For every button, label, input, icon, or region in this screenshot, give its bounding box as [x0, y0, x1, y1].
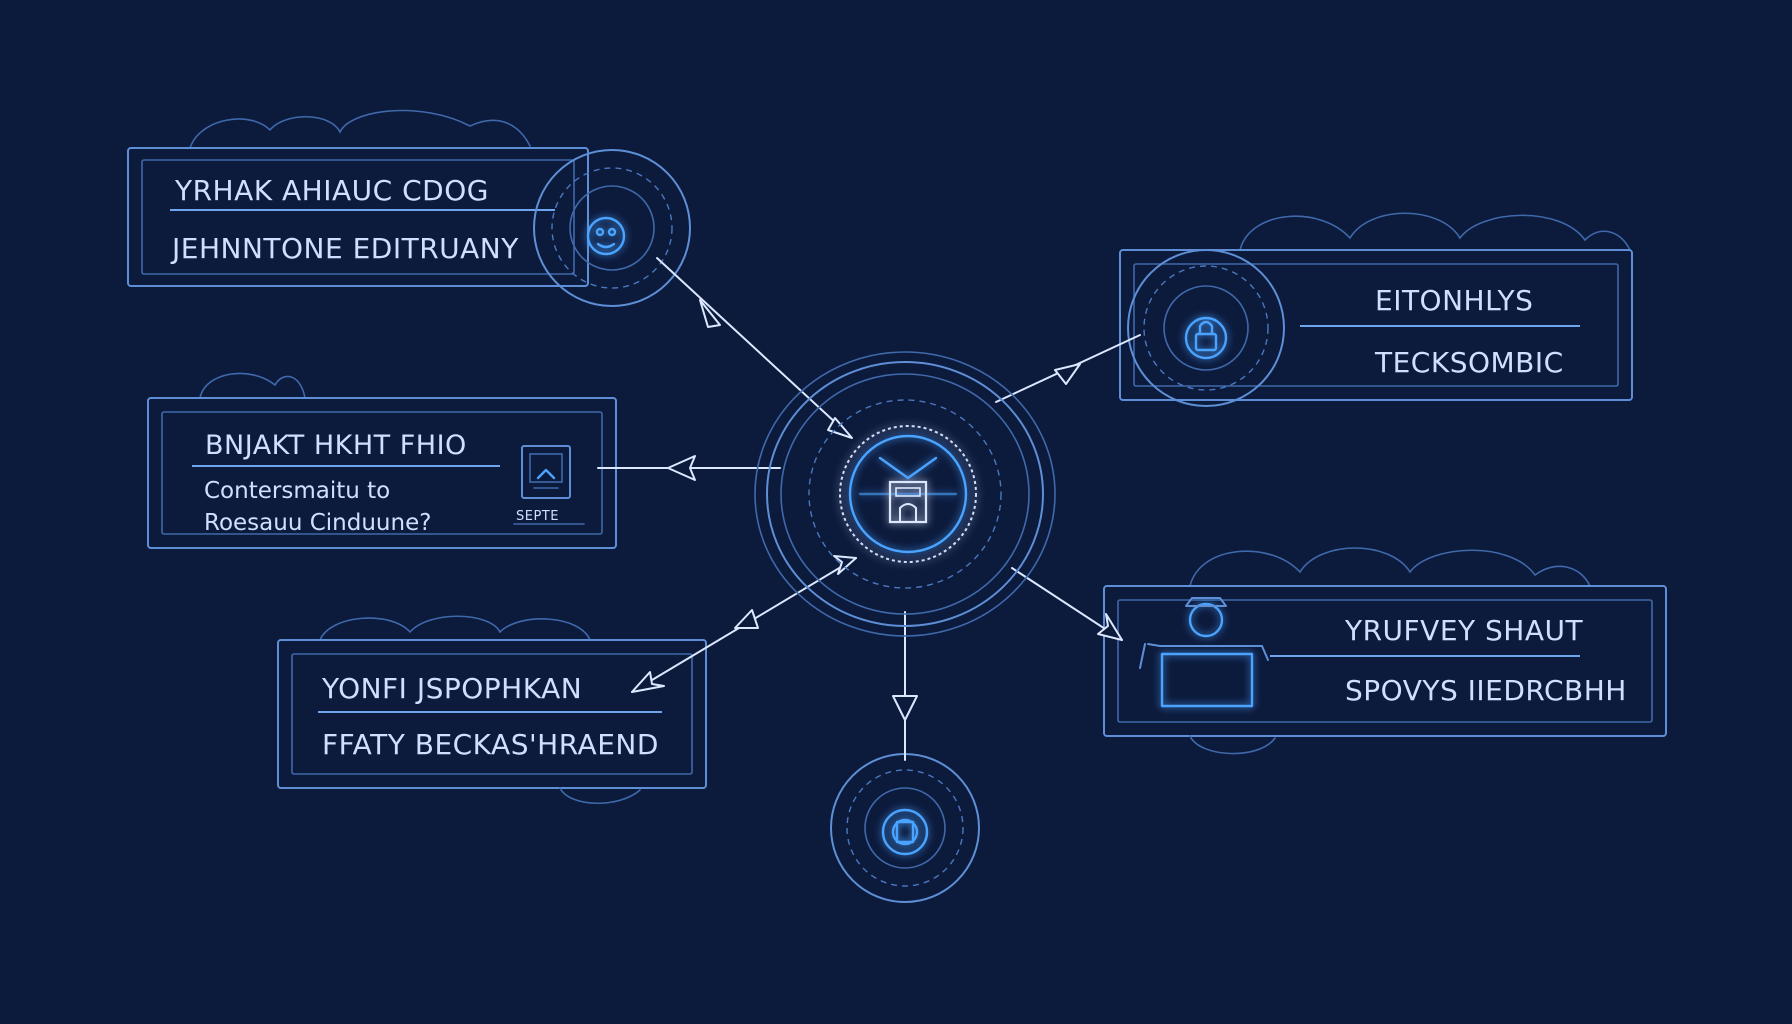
cloud-decoration [1189, 547, 1591, 587]
arrow-head [827, 417, 853, 439]
node-mid-left[interactable]: BNJAKT HKHT FHIO Contersmaitu to Roesauu… [147, 372, 617, 549]
arrow-head [699, 299, 721, 328]
node-title: YONFI JSPOPHKAN [321, 672, 582, 705]
card-frame [127, 147, 589, 287]
card-frame [1103, 585, 1667, 737]
node-title: YRUFVEY SHAUT [1344, 614, 1583, 647]
arrow-head [892, 695, 918, 721]
card-inner-frame [141, 159, 575, 275]
icon-ring-dashed [1143, 265, 1269, 391]
gear-face-icon [586, 216, 626, 256]
icon-ring-inner [1163, 285, 1249, 371]
node-text-line: Roesauu Cinduune? [204, 510, 431, 536]
hub-ring [766, 361, 1044, 627]
cloud-decoration [559, 787, 641, 805]
node-top-right[interactable]: EITONHLYS TECKSOMBIC [1119, 212, 1633, 407]
cloud-decoration [199, 372, 306, 399]
card-frame [1119, 249, 1633, 401]
icon-ring-outer [1127, 249, 1285, 407]
card-inner-frame [1117, 599, 1653, 723]
cloud-decoration [1239, 212, 1631, 251]
node-subtitle: JEHNNTONE EDITRUANY [170, 232, 519, 265]
node-bottom[interactable] [830, 753, 980, 903]
card-inner-frame [161, 411, 603, 535]
node-subtitle: SPOVYS IIEDRCBHH [1345, 674, 1627, 707]
hub-ring-inner [780, 373, 1030, 615]
node-top-left[interactable]: YRHAK AHIAUC CDOG JEHNNTONE EDITRUANY [127, 109, 691, 307]
icon-ring-outer [533, 149, 691, 307]
cloud-decoration [1189, 735, 1276, 755]
lock-icon [1184, 316, 1228, 360]
node-title: YRHAK AHIAUC CDOG [174, 174, 489, 207]
arrow-head [833, 555, 857, 575]
building-icon [839, 425, 977, 563]
central-hub[interactable] [754, 351, 1056, 637]
gear-icon [881, 808, 929, 856]
hub-ring-outer [754, 351, 1056, 637]
connector-bottom-right [1011, 567, 1123, 641]
card-frame [147, 397, 617, 549]
node-bottom-left[interactable]: YONFI JSPOPHKAN FFATY BECKAS'HRAEND [277, 615, 707, 805]
icon-ring-inner [569, 185, 655, 271]
arrow-head [1054, 363, 1081, 385]
cloud-decoration [189, 109, 531, 149]
card-frame [277, 639, 707, 789]
document-icon [521, 445, 571, 499]
arrow-head [1097, 613, 1123, 641]
cloud-decoration [319, 615, 591, 641]
node-title: BNJAKT HKHT FHIO [205, 430, 467, 461]
card-inner-frame [1133, 263, 1619, 387]
icon-caption: SEPTE [516, 509, 559, 524]
icon-ring-inner [864, 787, 946, 869]
connector-top-left [656, 257, 851, 437]
connectors [597, 257, 1141, 761]
icon-ring-dashed [551, 167, 673, 289]
hub-ring-dashed [808, 399, 1002, 589]
arrow-head [667, 455, 696, 481]
arrow-head [734, 609, 759, 629]
icon-ring-outer [830, 753, 980, 903]
node-text-line: Contersmaitu to [204, 478, 390, 504]
arrow-head [631, 671, 665, 693]
node-title: EITONHLYS [1375, 284, 1533, 317]
person-desk-icon [1139, 597, 1269, 708]
node-bottom-right[interactable]: YRUFVEY SHAUT SPOVYS IIEDRCBHH [1103, 547, 1667, 755]
icon-ring-dashed [846, 769, 964, 887]
node-subtitle: TECKSOMBIC [1374, 346, 1564, 379]
node-subtitle: FFATY BECKAS'HRAEND [322, 728, 659, 761]
card-inner-frame [291, 653, 693, 775]
